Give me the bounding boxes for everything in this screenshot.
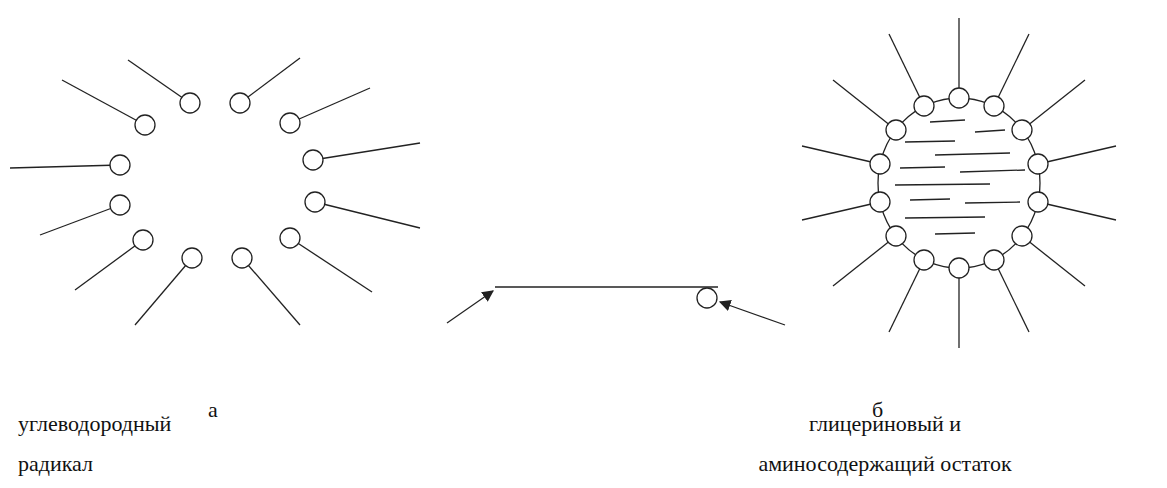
lipid-head	[870, 154, 890, 174]
lipid-head	[182, 248, 202, 268]
lipid-tail	[889, 260, 924, 332]
lipid-tail	[1022, 80, 1085, 130]
lipid-head	[230, 93, 250, 113]
lipid-head	[1012, 226, 1032, 246]
lipid-head	[870, 192, 890, 212]
lipid-tail	[994, 260, 1029, 332]
lipid-tail	[290, 88, 370, 123]
lipid-tail	[802, 146, 880, 164]
lipid-tail	[495, 286, 718, 287]
lipid-head	[135, 115, 155, 135]
lipid-tail	[242, 258, 300, 325]
lipid-tail	[10, 165, 120, 168]
lipid-droplet	[802, 18, 1116, 348]
lipid-tail	[802, 202, 880, 220]
lipid-head	[180, 93, 200, 113]
pointer-arrow	[720, 302, 785, 325]
lipid-head	[303, 150, 323, 170]
lipid-head	[886, 120, 906, 140]
lipid-tail	[889, 34, 924, 106]
lipid-tail	[315, 202, 420, 228]
lipid-tail	[833, 80, 896, 130]
lipid-head	[697, 288, 717, 308]
lipid-tail	[958, 18, 959, 98]
lipid-head	[949, 88, 969, 108]
part-label: углеводородный радикал	[18, 404, 193, 484]
part-label: глицериновый и аминосодержащий остаток	[745, 404, 1025, 484]
lipid-head	[1028, 192, 1048, 212]
lipid-head	[110, 195, 130, 215]
lipid-tail	[62, 80, 145, 125]
lipid-tail	[1038, 146, 1116, 164]
lipid-tail	[290, 238, 372, 292]
lipid-head	[110, 155, 130, 175]
lipid-head	[914, 96, 934, 116]
figure-letter: а	[208, 390, 248, 430]
lipid-tail	[1038, 202, 1116, 220]
lipid-head	[305, 192, 325, 212]
lipid-tail	[75, 240, 143, 290]
lipid-head	[914, 250, 934, 270]
lipid-head	[133, 230, 153, 250]
lipid-molecule	[447, 287, 785, 325]
lipid-tail	[240, 58, 300, 103]
lipid-head	[886, 226, 906, 246]
lipid-tail	[128, 60, 190, 103]
lipid-head	[984, 96, 1004, 116]
droplet-outline	[878, 98, 1040, 268]
lipid-head	[1012, 120, 1032, 140]
lipid-tail	[958, 268, 959, 348]
lipid-tail	[833, 236, 896, 286]
pointer-arrow	[447, 291, 493, 323]
oil-strokes	[895, 120, 1025, 234]
lipid-head	[280, 228, 300, 248]
lipid-tail	[40, 205, 120, 235]
lipid-tail	[313, 143, 420, 160]
lipid-tail	[135, 258, 192, 325]
lipid-head	[949, 258, 969, 278]
lipid-tail	[994, 34, 1029, 106]
micelle	[10, 58, 420, 325]
lipid-head	[984, 250, 1004, 270]
lipid-head	[1028, 154, 1048, 174]
lipid-tail	[1022, 236, 1085, 286]
lipid-head	[280, 113, 300, 133]
lipid-head	[232, 248, 252, 268]
